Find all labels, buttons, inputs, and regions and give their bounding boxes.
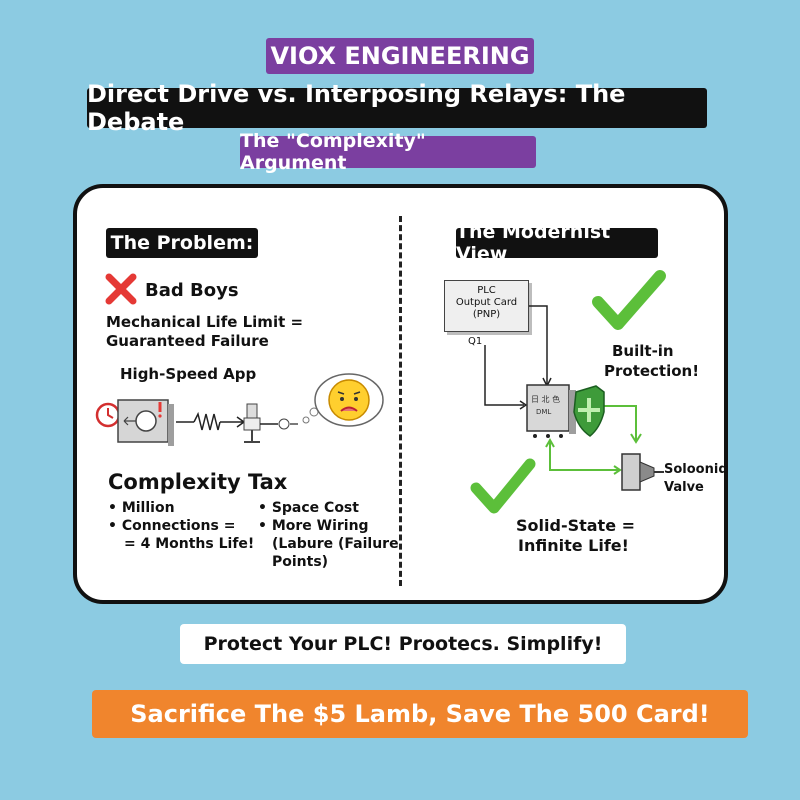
solenoid-valve-line2: Valve [664,480,704,495]
mechanical-life-line1: Mechanical Life Limit = [106,313,304,331]
problem-heading: The Problem: [106,228,258,258]
bullet-labure: (Labure (Failure [272,536,399,552]
bullet-months-life: = 4 Months Life! [124,536,255,552]
solid-state-line1: Solid-State = [516,516,636,535]
high-speed-app-label: High-Speed App [120,365,257,383]
spring-icon [193,411,221,431]
relay-module-label: DML [536,408,551,416]
cta-banner: Protect Your PLC! Prootecs. Simplify! [180,624,626,664]
bullet-more-wiring: • More Wiring [258,518,369,534]
panel-divider [399,216,402,586]
solid-state-line2: Infinite Life! [518,536,629,555]
plc-output-card: PLC Output Card (PNP) [444,280,529,332]
plc-card-line3: (PNP) [472,309,501,320]
bullet-connections: • Connections = [108,518,236,534]
builtin-protection-line2: Protection! [604,362,700,380]
checkmark-icon [470,458,536,514]
plc-card-line1: PLC [477,285,496,296]
plc-card-line2: Output Card [455,297,518,308]
q1-label: Q1 [468,336,483,347]
svg-text:日 北 色: 日 北 色 [531,394,560,404]
red-x-icon [105,273,137,305]
solenoid-valve-icon [621,453,664,491]
shield-icon [573,385,605,437]
worried-face-icon [314,373,384,427]
solenoid-valve-line1: Soloonid [664,462,728,477]
bullet-points: Points) [272,554,329,570]
mechanical-relay-illustration [95,373,384,446]
mechanical-life-line2: Guaranteed Failure [106,332,269,350]
checkmark-icon [592,270,666,330]
footer-banner: Sacrifice The $5 Lamb, Save The 500 Card… [92,690,748,738]
bullet-million: • Million [108,500,175,516]
bullet-space-cost: • Space Cost [258,500,359,516]
builtin-protection-line1: Built-in [612,342,674,360]
complexity-tax-title: Complexity Tax [108,470,288,494]
brand-tag: VIOX ENGINEERING [266,38,534,74]
bad-boys-label: Bad Boys [145,280,239,301]
